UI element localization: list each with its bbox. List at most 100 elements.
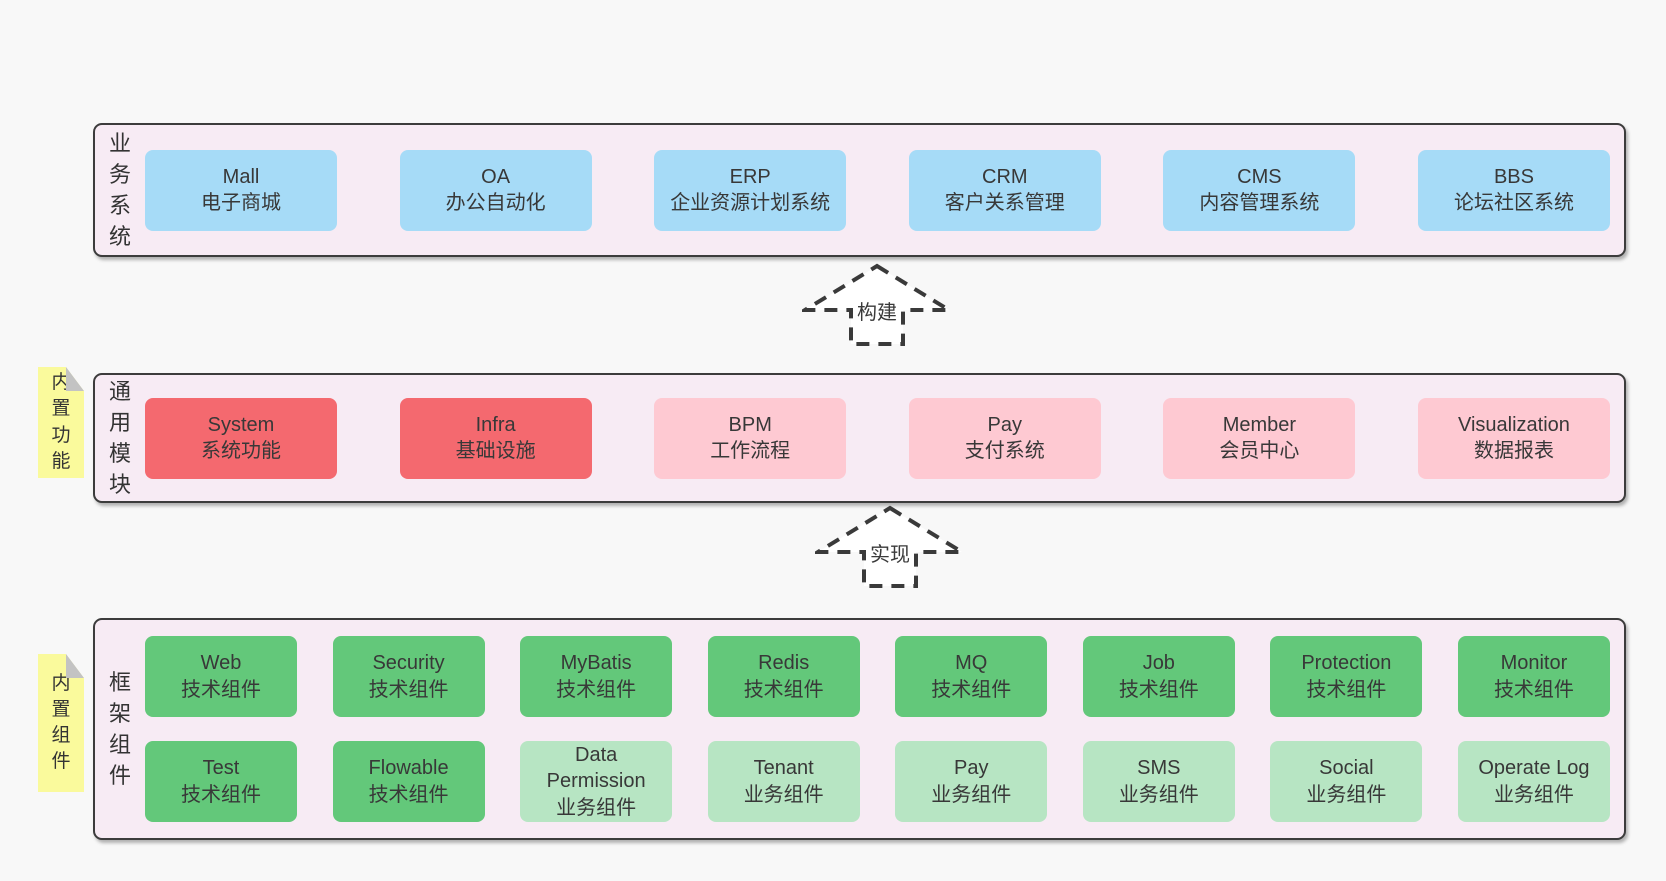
sticky-tab-builtin-components: 内置组件: [38, 654, 84, 792]
sticky-tab-label: 内置功能: [51, 372, 71, 472]
box-tenant: Tenant 业务组件: [707, 741, 860, 822]
box-name: Pay: [987, 413, 1023, 436]
panel-label-modules: 通用模块: [108, 378, 131, 498]
box-name: MQ: [955, 652, 988, 675]
modules-boxes-area: System 系统功能 Infra 基础设施 BPM 工作流程 Pay 支付系统…: [145, 397, 1624, 479]
box-name: Operate Log: [1478, 757, 1590, 780]
box-job: Job 技术组件: [1082, 636, 1235, 717]
box-crm: CRM 客户关系管理: [908, 149, 1101, 231]
box-name: SMS: [1137, 757, 1181, 780]
sticky-tab-label: 内置组件: [51, 672, 71, 773]
box-name: Pay: [954, 757, 989, 780]
box-subtitle: 业务组件: [1306, 783, 1387, 806]
box-subtitle: 技术组件: [368, 678, 449, 701]
box-subtitle: 技术组件: [368, 783, 449, 806]
arrow-up-implement: 实现: [815, 505, 965, 589]
box-subtitle: 办公自动化: [445, 192, 546, 214]
box-subtitle: 会员中心: [1219, 440, 1300, 462]
box-name: BBS: [1493, 165, 1534, 188]
box-name: Flowable: [368, 757, 449, 780]
box-subtitle: 工作流程: [710, 440, 791, 462]
box-subtitle: 技术组件: [1118, 678, 1199, 701]
box-pay-component: Pay 业务组件: [895, 741, 1048, 822]
box-monitor: Monitor 技术组件: [1457, 636, 1610, 717]
folded-corner-icon: [66, 654, 84, 678]
box-name: ERP: [729, 165, 771, 188]
box-name: System: [207, 413, 275, 436]
box-name: Data Permission: [546, 743, 646, 793]
box-mybatis: MyBatis 技术组件: [520, 636, 673, 717]
box-erp: ERP 企业资源计划系统: [654, 149, 847, 231]
arrow-label: 构建: [854, 296, 900, 325]
box-protection: Protection 技术组件: [1270, 636, 1423, 717]
box-subtitle: 技术组件: [181, 678, 261, 701]
box-subtitle: 企业资源计划系统: [670, 192, 831, 214]
box-test: Test 技术组件: [145, 741, 297, 822]
box-cms: CMS 内容管理系统: [1163, 149, 1356, 231]
components-boxes-area: Web 技术组件 Security 技术组件 MyBatis 技术组件 Redi…: [145, 636, 1624, 822]
box-subtitle: 内容管理系统: [1199, 192, 1320, 214]
box-flowable: Flowable 技术组件: [332, 741, 485, 822]
box-redis: Redis 技术组件: [707, 636, 860, 717]
box-name: Member: [1222, 413, 1297, 436]
arrow-up-build: 构建: [802, 263, 952, 347]
box-subtitle: 系统功能: [201, 440, 281, 462]
business-boxes-area: Mall 电子商城 OA 办公自动化 ERP 企业资源计划系统 CRM 客户关系…: [145, 149, 1624, 231]
box-name: Protection: [1301, 652, 1392, 675]
box-name: Test: [202, 757, 240, 780]
box-name: Mall: [222, 165, 260, 188]
box-subtitle: 技术组件: [556, 678, 637, 701]
box-bpm: BPM 工作流程: [654, 397, 847, 479]
box-subtitle: 技术组件: [743, 678, 824, 701]
box-subtitle: 业务组件: [1493, 783, 1574, 806]
box-subtitle: 业务组件: [931, 783, 1012, 806]
box-data-permission: Data Permission 业务组件: [520, 741, 673, 822]
folded-corner-icon: [66, 367, 84, 391]
box-sms: SMS 业务组件: [1082, 741, 1235, 822]
box-pay-module: Pay 支付系统: [908, 397, 1101, 479]
components-box-row-1: Web 技术组件 Security 技术组件 MyBatis 技术组件 Redi…: [145, 636, 1610, 717]
box-subtitle: 技术组件: [1306, 678, 1387, 701]
box-name: BPM: [728, 413, 772, 436]
box-subtitle: 业务组件: [743, 783, 824, 806]
box-subtitle: 论坛社区系统: [1453, 192, 1574, 214]
box-mall: Mall 电子商城: [145, 149, 337, 231]
box-web: Web 技术组件: [145, 636, 297, 717]
box-member: Member 会员中心: [1163, 397, 1356, 479]
box-name: CRM: [982, 165, 1028, 188]
box-subtitle: 业务组件: [556, 796, 637, 819]
box-security: Security 技术组件: [332, 636, 485, 717]
panel-framework-components: 框架组件 Web 技术组件 Security 技术组件 MyBatis 技术组件…: [93, 618, 1626, 840]
modules-box-row: System 系统功能 Infra 基础设施 BPM 工作流程 Pay 支付系统…: [145, 397, 1610, 479]
box-name: MyBatis: [560, 652, 632, 675]
box-bbs: BBS 论坛社区系统: [1417, 149, 1610, 231]
box-subtitle: 技术组件: [1493, 678, 1574, 701]
box-subtitle: 业务组件: [1118, 783, 1199, 806]
panel-label-components: 框架组件: [108, 669, 131, 789]
box-name: OA: [481, 165, 511, 188]
panel-label-business: 业务系统: [108, 130, 131, 250]
box-subtitle: 数据报表: [1473, 440, 1554, 462]
box-subtitle: 客户关系管理: [944, 192, 1065, 214]
box-subtitle: 技术组件: [931, 678, 1012, 701]
box-name: Social: [1319, 757, 1374, 780]
box-subtitle: 电子商城: [201, 192, 281, 214]
business-box-row: Mall 电子商城 OA 办公自动化 ERP 企业资源计划系统 CRM 客户关系…: [145, 149, 1610, 231]
arrow-label: 实现: [867, 538, 913, 567]
box-name: Monitor: [1500, 652, 1568, 675]
box-name: Security: [372, 652, 445, 675]
box-subtitle: 技术组件: [181, 783, 261, 806]
panel-common-modules: 通用模块 System 系统功能 Infra 基础设施 BPM 工作流程 Pay…: [93, 373, 1626, 503]
box-name: CMS: [1237, 165, 1282, 188]
box-infra: Infra 基础设施: [399, 397, 592, 479]
box-name: Visualization: [1458, 413, 1570, 436]
box-name: Tenant: [753, 757, 814, 780]
box-system: System 系统功能: [145, 397, 337, 479]
box-name: Web: [200, 652, 242, 675]
box-name: Redis: [758, 652, 810, 675]
box-name: Job: [1142, 652, 1175, 675]
box-name: Infra: [475, 413, 516, 436]
box-oa: OA 办公自动化: [399, 149, 592, 231]
components-box-row-2: Test 技术组件 Flowable 技术组件 Data Permission …: [145, 741, 1610, 822]
